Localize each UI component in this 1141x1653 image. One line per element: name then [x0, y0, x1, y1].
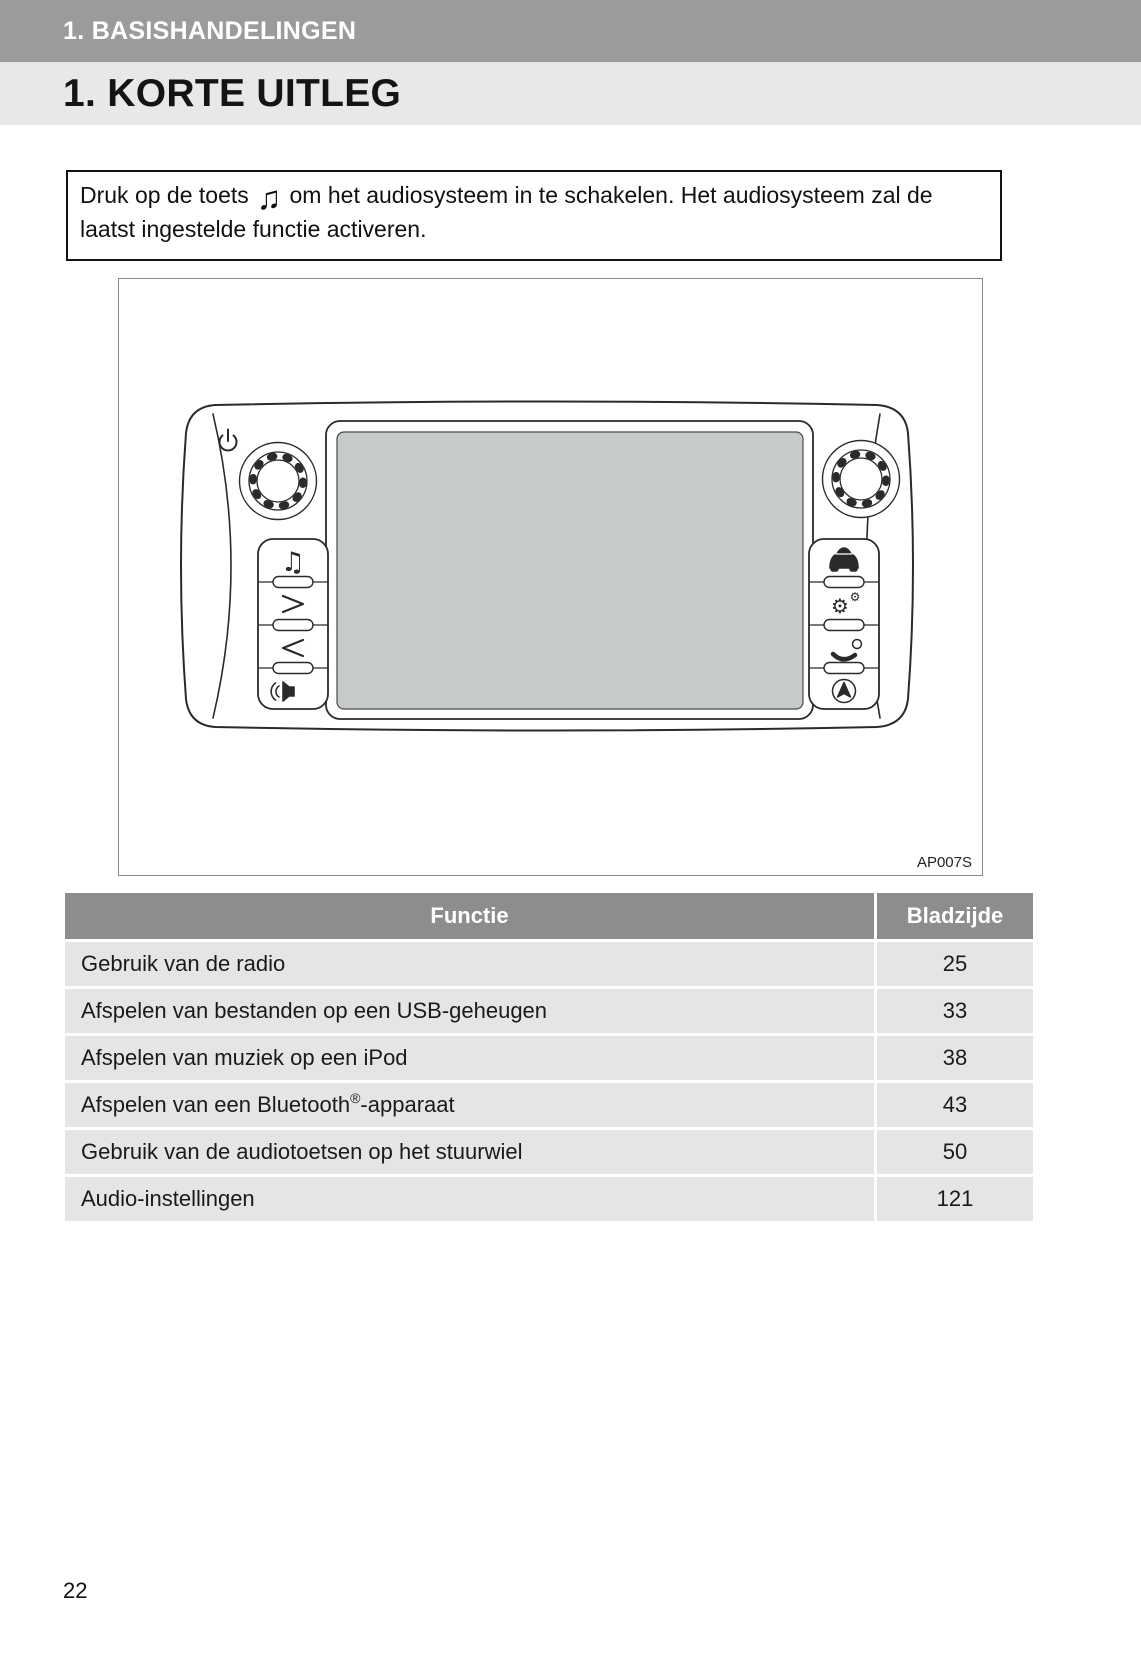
speaker-volume-icon: [270, 681, 295, 702]
screen: [336, 431, 804, 710]
table-cell-page: 121: [877, 1177, 1033, 1221]
svg-text:⚙: ⚙: [850, 590, 861, 604]
table-cell-page: 33: [877, 989, 1033, 1033]
button-divider-pill: [823, 575, 865, 589]
left-bezel-curve: [212, 413, 232, 719]
intro-text-after: om het audiosysteem in te schakelen. Het…: [80, 182, 933, 242]
intro-text-before: Druk op de toets: [80, 182, 249, 208]
car-icon: [829, 547, 859, 572]
table-cell-page: 50: [877, 1130, 1033, 1174]
table-cell-page: 38: [877, 1036, 1033, 1080]
table-cell-page: 43: [877, 1083, 1033, 1127]
table-cell-function: Audio-instellingen: [65, 1177, 874, 1221]
button-divider-pill: [272, 618, 314, 632]
left-rotary-knob: [238, 441, 318, 521]
button-divider-pill: [823, 618, 865, 632]
button-divider-pill: [823, 661, 865, 675]
music-note-icon: ♫: [256, 179, 282, 216]
table-cell-function: Afspelen van muziek op een iPod: [65, 1036, 874, 1080]
table-row: Afspelen van bestanden op een USB-geheug…: [65, 989, 1033, 1033]
table-cell-function: Gebruik van de radio: [65, 942, 874, 986]
table-cell-function: Gebruik van de audiotoetsen op het stuur…: [65, 1130, 874, 1174]
right-button-column: ⚙ ⚙: [808, 538, 880, 710]
seek-back-icon: [281, 638, 305, 658]
figure-audio-unit: ♫: [118, 278, 983, 876]
audio-unit-diagram: ♫: [180, 400, 914, 732]
section-bar: 1. BASISHANDELINGEN: [0, 0, 1141, 62]
chapter-title-bar: 1. KORTE UITLEG: [0, 62, 1141, 125]
page-title: 1. KORTE UITLEG: [63, 71, 402, 115]
right-rotary-knob: [821, 439, 901, 519]
left-button-column: ♫: [257, 538, 329, 710]
table-cell-function: Afspelen van een Bluetooth®-apparaat: [65, 1083, 874, 1127]
seek-forward-icon: [281, 594, 305, 614]
navigation-arrow-icon: [831, 678, 857, 704]
table-cell-page: 25: [877, 942, 1033, 986]
gears-settings-icon: ⚙ ⚙: [831, 590, 860, 618]
music-note-icon: ♫: [281, 547, 305, 578]
button-divider-pill: [272, 661, 314, 675]
table-header-function: Functie: [65, 893, 874, 939]
figure-caption: AP007S: [916, 854, 972, 871]
page-number: 22: [63, 1578, 88, 1603]
table-cell-function: Afspelen van bestanden op een USB-geheug…: [65, 989, 874, 1033]
button-divider-pill: [272, 575, 314, 589]
intro-note-box: Druk op de toets ♫om het audiosysteem in …: [66, 170, 1002, 261]
table-header-row: Functie Bladzijde: [65, 893, 1033, 939]
section-title: 1. BASISHANDELINGEN: [63, 16, 357, 45]
svg-text:⚙: ⚙: [831, 594, 849, 618]
table-row: Gebruik van de audiotoetsen op het stuur…: [65, 1130, 1033, 1174]
table-header-page: Bladzijde: [877, 893, 1033, 939]
phone-icon: [830, 638, 863, 662]
power-icon: [218, 428, 238, 452]
